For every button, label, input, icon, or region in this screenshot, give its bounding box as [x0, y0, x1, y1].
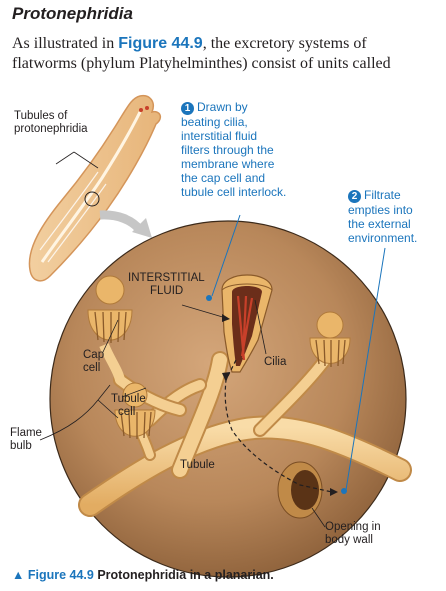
step1-callout-line: [211, 214, 241, 297]
flame-bulb-lower-left: [114, 382, 156, 439]
intro-text-after: , the excretory systems of flatworms (ph…: [12, 35, 391, 72]
interstitial-pointer-line: [181, 304, 227, 319]
opening-pointer-line: [311, 507, 326, 528]
zoom-arrow: [99, 210, 144, 234]
opening-label: Opening in body wall: [325, 521, 381, 546]
tubules-pointer-line: [55, 151, 75, 165]
figure-reference-link[interactable]: Figure 44.9: [118, 35, 203, 52]
flame-bulb-right: [309, 311, 351, 367]
step2-number-badge: 2: [348, 190, 361, 203]
flame-bulb-label: Flame bulb: [10, 427, 42, 452]
flame-bulb-upper-left: [87, 275, 133, 382]
caption-text: Protonephridia in a planarian.: [97, 568, 274, 582]
tubule-network: [78, 351, 412, 517]
caption-figure-number: Figure 44.9: [27, 568, 94, 582]
planarian-body: [28, 94, 162, 282]
cilia-label: Cilia: [264, 356, 287, 368]
flame-bulb-section: [221, 274, 273, 373]
flame-bulb-bracket-line: [39, 399, 99, 441]
section-heading: Protonephridia: [12, 4, 133, 23]
caption-triangle-icon: ▲: [12, 568, 25, 582]
cap-cell-pointer-line: [102, 319, 119, 353]
figure-caption: ▲ Figure 44.9 Protonephridia in a planar…: [12, 568, 274, 582]
filtrate-flow-path: [224, 359, 333, 493]
tubule-label: Tubule: [180, 459, 215, 471]
cap-cell-label: Cap cell: [83, 349, 105, 374]
magnify-marker: [84, 191, 100, 207]
intro-paragraph: As illustrated in Figure 44.9, the excre…: [12, 34, 432, 74]
tubules-label: Tubules of protonephridia: [14, 110, 88, 135]
intro-text-before: As illustrated in: [12, 35, 119, 52]
interstitial-fluid-label: INTERSTITIAL FLUID: [128, 272, 205, 297]
cilia-pointer-line: [254, 299, 267, 355]
step2-callout-line: [345, 247, 386, 491]
step1-number-badge: 1: [181, 102, 194, 115]
tubule-cell-label: Tubule cell: [111, 393, 146, 418]
tubule-cell-pointer-line: [121, 387, 147, 398]
body-wall-opening: [277, 461, 323, 519]
